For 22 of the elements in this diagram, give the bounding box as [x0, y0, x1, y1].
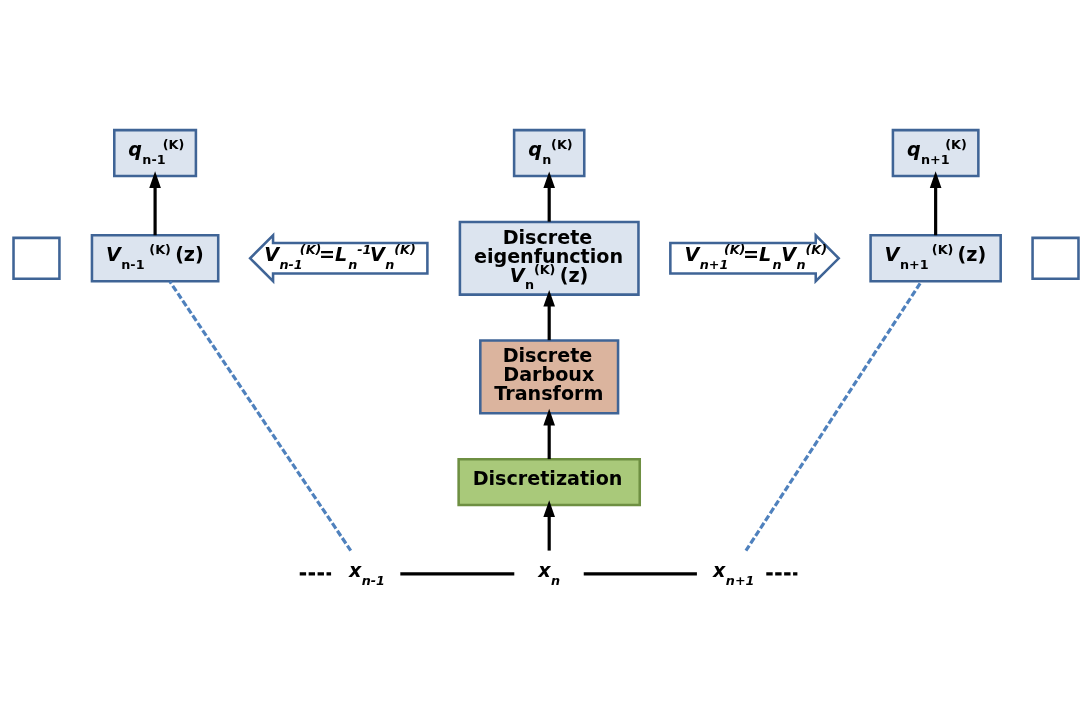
node-box: Discrete eigenfunction V$_{n}$$^{(K)}$ (z): [458, 220, 640, 296]
connector: [299, 572, 332, 576]
node-text: x$_{n}$: [538, 559, 561, 588]
arrow: [543, 500, 555, 551]
connector: [583, 572, 697, 576]
connector: [744, 280, 923, 552]
node-text: x$_{n+1}$: [713, 559, 755, 588]
node-box: V$_{n+1}$ $^{(K)}$ (z): [869, 234, 1002, 283]
node-box: [12, 236, 61, 280]
node-text: x$_{n-1}$: [348, 559, 385, 588]
arrow: [543, 171, 555, 222]
connector: [766, 572, 798, 576]
connector: [400, 572, 515, 576]
node-box: [1031, 236, 1080, 280]
node-box: Discrete Darboux Transform: [479, 339, 620, 415]
arrow: [543, 289, 555, 341]
node-box: Discretization: [457, 457, 641, 507]
arrow: [929, 171, 942, 236]
node-box: V$_{n-1}$ $^{(K)}$ (z): [90, 234, 220, 283]
arrow: [543, 408, 555, 460]
arrow: [149, 171, 161, 236]
connector: [168, 280, 353, 552]
